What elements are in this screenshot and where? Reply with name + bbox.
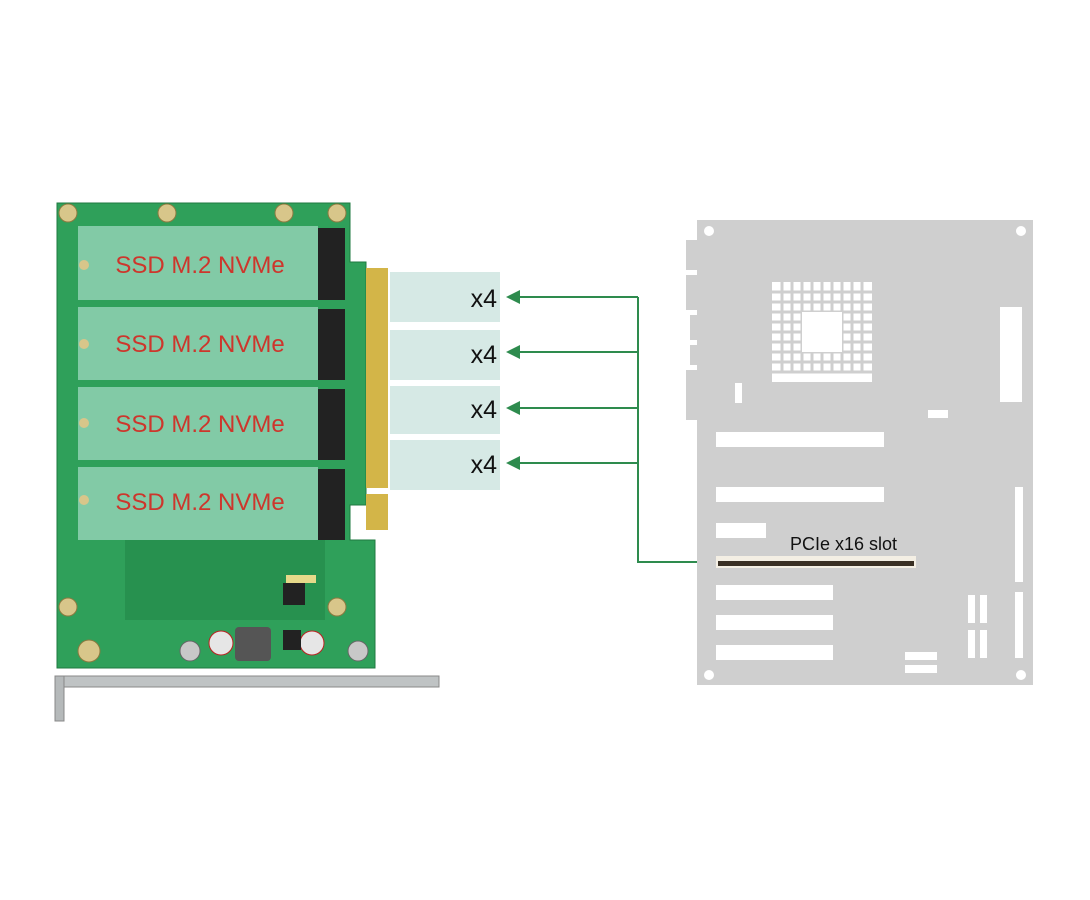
arrow-left-icon (506, 456, 520, 470)
lane-arrows (514, 296, 697, 563)
pci-bracket (54, 675, 440, 722)
lane-box (390, 440, 500, 490)
lane-label: x4 (471, 396, 498, 424)
ssd-label: SSD M.2 NVMe (115, 489, 284, 516)
arrowhead-icons (506, 290, 520, 470)
lane-label: x4 (471, 451, 498, 479)
lane-box (390, 330, 500, 380)
gold-fingers (366, 268, 388, 488)
lane-label: x4 (471, 285, 498, 313)
ssd-label: SSD M.2 NVMe (115, 252, 284, 279)
pcie-slot-label: PCIe x16 slot (790, 534, 897, 554)
lane-box (390, 386, 500, 434)
arrow-left-icon (506, 290, 520, 304)
gold-fingers (366, 494, 388, 530)
ssd-slot-1 (78, 226, 345, 300)
ssd-label: SSD M.2 NVMe (115, 331, 284, 358)
ssd-slot-3 (78, 387, 345, 460)
ssd-slot-4 (78, 467, 345, 540)
arrow-left-icon (506, 345, 520, 359)
lane-box (390, 272, 500, 322)
motherboard (686, 220, 1033, 685)
arrow-left-icon (506, 401, 520, 415)
ssd-label: SSD M.2 NVMe (115, 411, 284, 438)
pcie-x16-slot (716, 556, 916, 568)
ssd-slot-2 (78, 307, 345, 380)
lane-label: x4 (471, 341, 498, 369)
